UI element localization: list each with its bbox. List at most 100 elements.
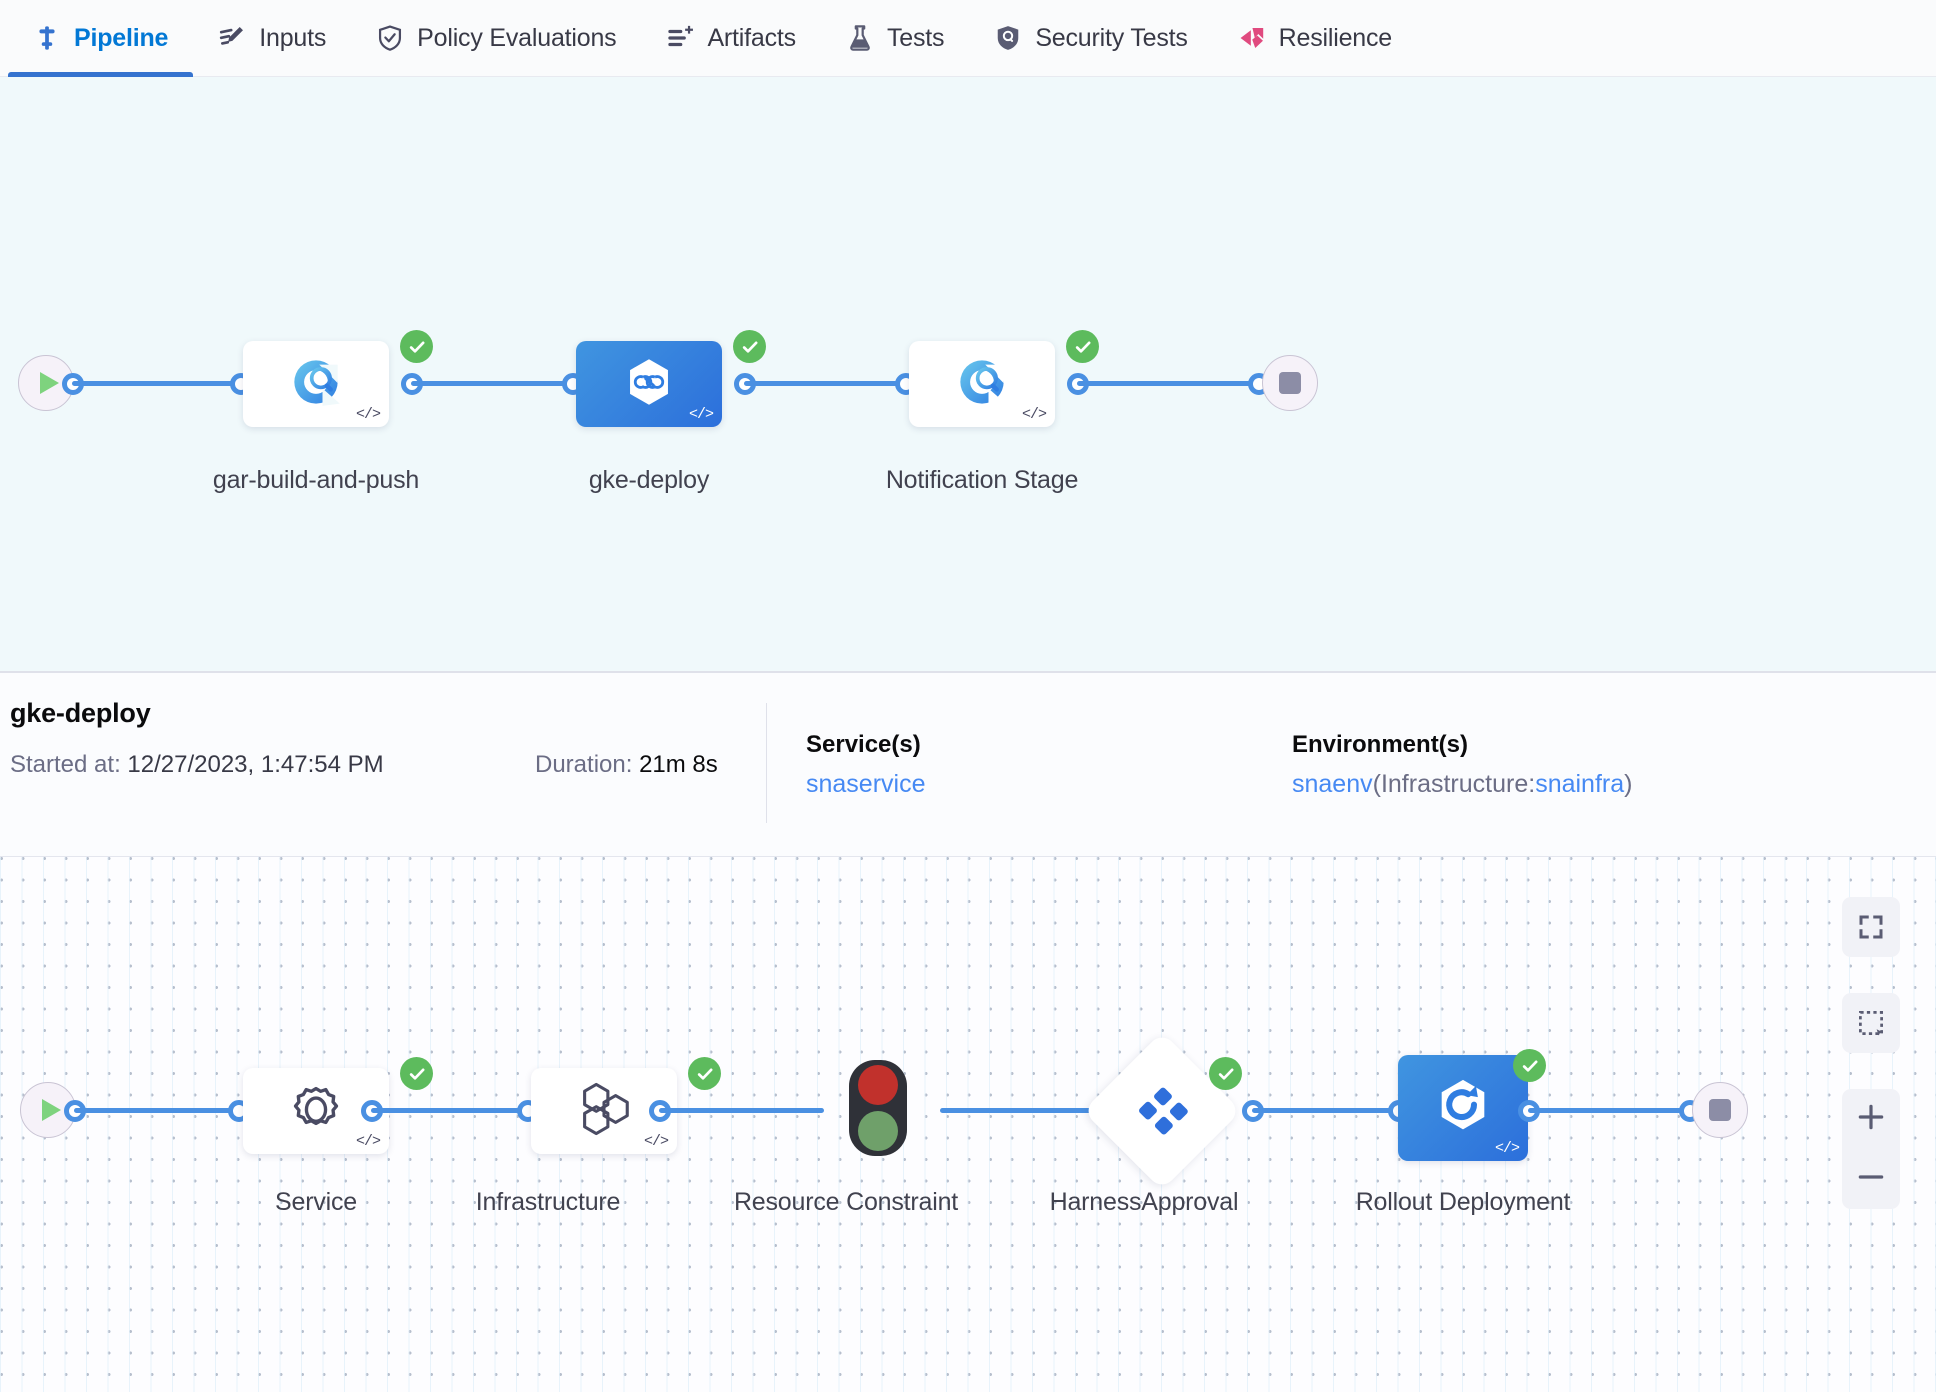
edge-start-to-service bbox=[74, 1108, 239, 1113]
service-heading: Service(s) bbox=[806, 731, 921, 758]
step-code-badge[interactable]: </> bbox=[355, 1133, 381, 1150]
stage-step-rollout-deployment[interactable]: </> bbox=[1398, 1055, 1528, 1161]
tab-artifacts[interactable]: Artifacts bbox=[641, 0, 821, 77]
rollout-status-success-icon bbox=[1513, 1049, 1546, 1082]
security-shield-icon bbox=[994, 24, 1022, 52]
detail-vertical-divider bbox=[766, 703, 767, 823]
environment-column: Environment(s) snaenv(Infrastructure:sna… bbox=[1292, 731, 1632, 799]
tab-label: Security Tests bbox=[1035, 23, 1188, 52]
infrastructure-link[interactable]: snainfra bbox=[1535, 770, 1625, 798]
tab-label: Inputs bbox=[259, 23, 327, 52]
stage-detail-title: gke-deploy bbox=[10, 698, 151, 728]
main-tabbar: Pipeline Inputs Policy Evaluations bbox=[0, 0, 1936, 77]
stage-code-badge[interactable]: </> bbox=[355, 406, 381, 423]
environment-value[interactable]: snaenv(Infrastructure:snainfra) bbox=[1292, 770, 1632, 799]
environment-heading: Environment(s) bbox=[1292, 731, 1469, 758]
gear-icon bbox=[285, 1078, 347, 1145]
zoom-out-button[interactable] bbox=[1842, 1149, 1900, 1209]
started-at-label: Started at: bbox=[10, 751, 121, 778]
tab-security-tests[interactable]: Security Tests bbox=[969, 0, 1212, 77]
resilience-icon bbox=[1238, 24, 1266, 52]
dashed-select-icon bbox=[1856, 1008, 1886, 1038]
infrastructure-status-success-icon bbox=[688, 1057, 721, 1090]
harness-deploy-hexagon-icon bbox=[623, 356, 675, 413]
stage-code-badge[interactable]: </> bbox=[688, 406, 714, 423]
infrastructure-label: Infrastructure bbox=[475, 1188, 621, 1216]
stage-code-badge[interactable]: </> bbox=[1021, 406, 1047, 423]
edge-resource-constraint-to-approval bbox=[940, 1108, 1100, 1113]
harness-approval-diamond-icon bbox=[1132, 1079, 1192, 1144]
stage-graph-canvas[interactable]: </> Service </> Infrastructure Resource … bbox=[0, 857, 1936, 1392]
stage-started-at: Started at: 12/27/2023, 1:47:54 PM bbox=[10, 751, 384, 779]
infrastructure-suffix: ) bbox=[1624, 770, 1633, 798]
harness-approval-label: HarnessApproval bbox=[1049, 1188, 1239, 1216]
edge-stage3-to-end bbox=[1077, 381, 1257, 386]
fit-to-screen-button[interactable] bbox=[1842, 897, 1900, 957]
duration-label: Duration: bbox=[535, 751, 633, 778]
traffic-light-green-lamp bbox=[858, 1110, 898, 1151]
fullscreen-icon bbox=[1856, 912, 1886, 942]
approval-status-success-icon bbox=[1209, 1057, 1242, 1090]
started-at-value: 12/27/2023, 1:47:54 PM bbox=[127, 751, 384, 778]
stage1-label: gar-build-and-push bbox=[212, 466, 420, 494]
pipeline-icon bbox=[33, 24, 61, 52]
hexagon-cluster-icon bbox=[573, 1078, 635, 1145]
service-link[interactable]: snaservice bbox=[806, 770, 926, 798]
rollout-deployment-icon bbox=[1430, 1073, 1496, 1144]
stage2-status-success-icon bbox=[733, 330, 766, 363]
zoom-buttons-group bbox=[1842, 1089, 1900, 1209]
service-column: Service(s) snaservice bbox=[806, 731, 926, 799]
stage3-status-success-icon bbox=[1066, 330, 1099, 363]
tab-label: Policy Evaluations bbox=[417, 23, 617, 52]
tests-flask-icon bbox=[846, 24, 874, 52]
tab-label: Artifacts bbox=[707, 23, 796, 52]
tab-inputs[interactable]: Inputs bbox=[193, 0, 351, 77]
traffic-light-red-lamp bbox=[858, 1065, 898, 1106]
stage-step-resource-constraint[interactable] bbox=[849, 1060, 907, 1156]
edge-infrastructure-to-resource-constraint bbox=[659, 1108, 824, 1113]
edge-stage1-to-stage2 bbox=[411, 381, 571, 386]
stage1-status-success-icon bbox=[400, 330, 433, 363]
custom-deployment-icon bbox=[290, 356, 342, 413]
resource-constraint-label: Resource Constraint bbox=[733, 1188, 959, 1216]
edge-start-to-stage1 bbox=[72, 381, 242, 386]
edge-rollout-to-end bbox=[1528, 1108, 1688, 1113]
artifacts-list-plus-icon bbox=[666, 24, 694, 52]
stop-icon bbox=[1279, 372, 1301, 394]
tab-resilience[interactable]: Resilience bbox=[1213, 0, 1417, 77]
pipeline-stage-gar-build-and-push[interactable]: </> bbox=[243, 341, 389, 427]
stage-duration: Duration: 21m 8s bbox=[535, 751, 718, 779]
inputs-icon bbox=[218, 24, 246, 52]
zoom-in-button[interactable] bbox=[1842, 1089, 1900, 1149]
stop-icon bbox=[1709, 1099, 1731, 1121]
tab-policy-evaluations[interactable]: Policy Evaluations bbox=[351, 0, 641, 77]
edge-service-to-infrastructure bbox=[371, 1108, 526, 1113]
pipeline-stage-notification-stage[interactable]: </> bbox=[909, 341, 1055, 427]
step-code-badge[interactable]: </> bbox=[1494, 1140, 1520, 1157]
pipeline-graph-canvas[interactable]: </> gar-build-and-push </> gke-deploy bbox=[0, 77, 1936, 673]
stage-step-harness-approval[interactable] bbox=[1082, 1031, 1242, 1191]
play-icon bbox=[39, 372, 59, 394]
play-icon bbox=[41, 1099, 61, 1121]
policy-shield-check-icon bbox=[376, 24, 404, 52]
custom-deployment-icon bbox=[956, 356, 1008, 413]
tab-label: Pipeline bbox=[74, 23, 169, 52]
step-code-badge[interactable]: </> bbox=[643, 1133, 669, 1150]
duration-value: 21m 8s bbox=[639, 751, 718, 778]
stage3-label: Notification Stage bbox=[885, 466, 1079, 494]
stage2-label: gke-deploy bbox=[588, 466, 710, 494]
tab-pipeline[interactable]: Pipeline bbox=[8, 0, 194, 77]
edge-approval-to-rollout bbox=[1252, 1108, 1397, 1113]
pipeline-stage-gke-deploy[interactable]: </> bbox=[576, 341, 722, 427]
tab-label: Resilience bbox=[1278, 23, 1393, 52]
stage-end-node[interactable] bbox=[1692, 1082, 1748, 1138]
stage-detail-bar: gke-deploy Started at: 12/27/2023, 1:47:… bbox=[0, 673, 1936, 857]
environment-link[interactable]: snaenv bbox=[1292, 770, 1373, 798]
service-status-success-icon bbox=[400, 1057, 433, 1090]
select-area-button[interactable] bbox=[1842, 993, 1900, 1053]
pipeline-end-node[interactable] bbox=[1262, 355, 1318, 411]
service-label: Service bbox=[275, 1188, 357, 1216]
minus-icon bbox=[1855, 1161, 1887, 1198]
rollout-deployment-label: Rollout Deployment bbox=[1355, 1188, 1571, 1216]
tab-tests[interactable]: Tests bbox=[821, 0, 969, 77]
